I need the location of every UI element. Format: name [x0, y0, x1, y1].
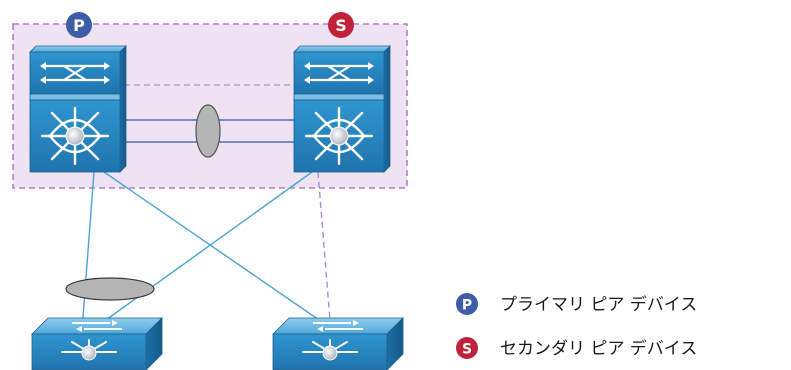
legend-secondary-label: セカンダリ ピア デバイス: [500, 338, 697, 359]
legend-primary-letter: P: [462, 298, 472, 314]
peer-link-port-channel: [195, 104, 221, 158]
legend-secondary-badge: S: [456, 337, 478, 359]
access-switch-icon: [272, 317, 404, 370]
legend: P プライマリ ピア デバイス S セカンダリ ピア デバイス: [456, 293, 697, 359]
legend-primary-label: プライマリ ピア デバイス: [500, 294, 697, 315]
secondary-badge-letter: S: [335, 16, 347, 35]
link-secondary-to-right-access: [317, 171, 331, 321]
primary-badge-letter: P: [73, 16, 85, 35]
access-switch-icon: [31, 317, 163, 370]
link-primary-to-right-access: [103, 171, 323, 323]
nexus-core-switch-icon: [292, 44, 392, 174]
nexus-core-switch-icon: [28, 44, 128, 174]
secondary-badge: S: [328, 12, 354, 38]
legend-primary-badge: P: [456, 293, 478, 315]
vpc-port-channel: [65, 277, 155, 301]
legend-secondary-letter: S: [462, 342, 472, 358]
link-secondary-to-left-access: [91, 171, 313, 331]
link-primary-to-left-access: [81, 171, 95, 331]
primary-badge: P: [66, 12, 92, 38]
